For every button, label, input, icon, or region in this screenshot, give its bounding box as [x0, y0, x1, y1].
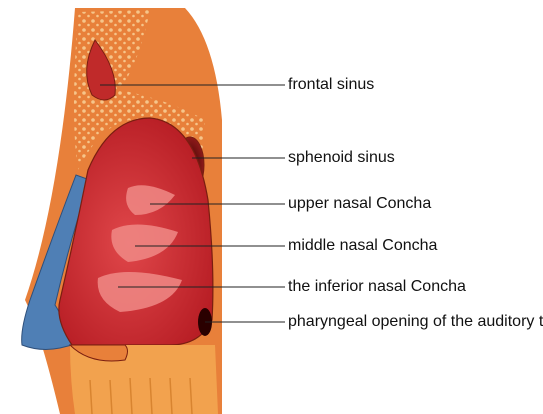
label-middle-nasal-concha: middle nasal Concha: [288, 237, 437, 255]
label-frontal-sinus: frontal sinus: [288, 76, 374, 94]
label-upper-nasal-concha: upper nasal Concha: [288, 195, 431, 213]
label-inferior-nasal-concha: the inferior nasal Concha: [288, 278, 466, 296]
label-pharyngeal-opening: pharyngeal opening of the auditory tube: [288, 313, 543, 331]
label-sphenoid-sinus: sphenoid sinus: [288, 149, 395, 167]
